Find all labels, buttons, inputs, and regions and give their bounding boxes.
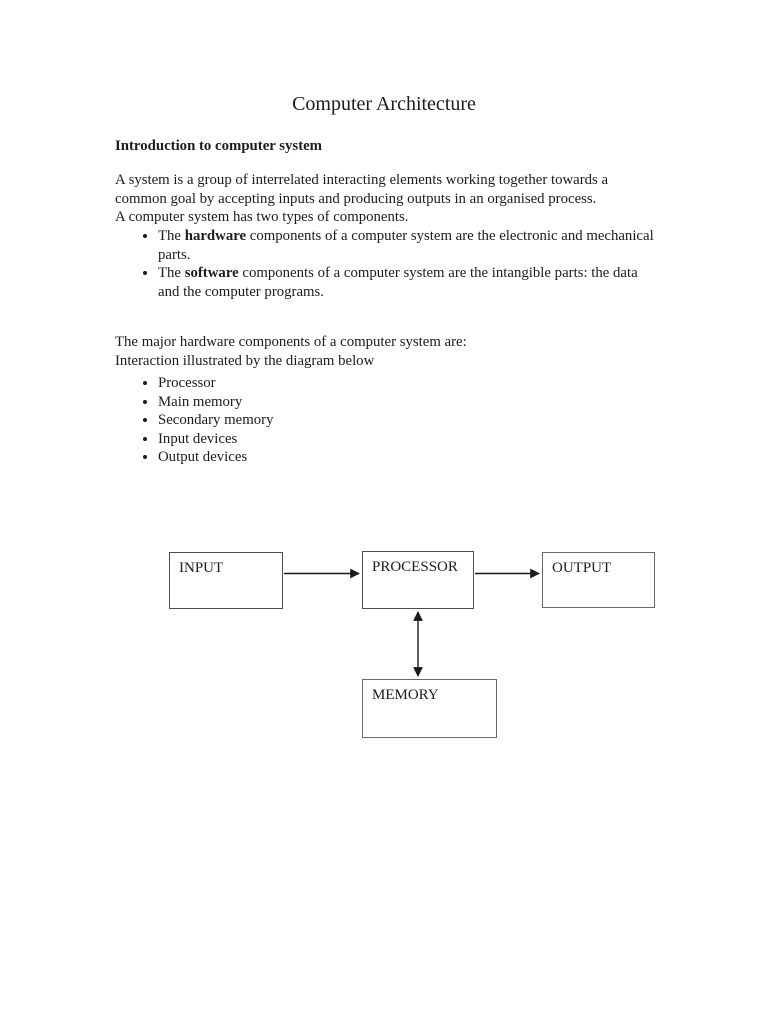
diagram-label-output: OUTPUT — [552, 560, 612, 576]
list-item: The hardware components of a computer sy… — [158, 227, 655, 264]
bullet-text: components of a computer system are the … — [158, 265, 638, 300]
section-heading: Introduction to computer system — [115, 138, 323, 154]
diagram-label-memory: MEMORY — [372, 687, 439, 703]
diagram-box-output: OUTPUT — [542, 552, 655, 608]
components-bullet-list: The hardware components of a computer sy… — [115, 227, 655, 301]
diagram-box-processor: PROCESSOR — [362, 551, 474, 609]
bullet-text: components of a computer system are the … — [158, 228, 654, 263]
diagram-box-input: INPUT — [169, 552, 283, 609]
intro-sentence-1: A system is a group of interrelated inte… — [115, 172, 609, 207]
hardware-bullet-list: Processor Main memory Secondary memory I… — [115, 374, 655, 467]
bullet-bold-term: software — [184, 265, 239, 282]
bullet-text: The — [158, 265, 185, 282]
intro-paragraph: A system is a group of interrelated inte… — [115, 171, 655, 227]
list-item: Output devices — [158, 448, 655, 467]
diagram-label-processor: PROCESSOR — [372, 559, 458, 575]
diagram-label-input: INPUT — [179, 560, 224, 576]
major-components-paragraph: The major hardware components of a compu… — [115, 333, 655, 370]
major-line-1: The major hardware components of a compu… — [115, 334, 467, 350]
diagram-box-memory: MEMORY — [362, 679, 497, 738]
major-line-2: Interaction illustrated by the diagram b… — [115, 352, 375, 369]
list-item: Secondary memory — [158, 411, 655, 430]
list-item: Main memory — [158, 393, 655, 412]
bullet-text: The — [158, 228, 185, 244]
page-title: Computer Architecture — [292, 93, 476, 115]
intro-sentence-2: A computer system has two types of compo… — [115, 209, 409, 226]
list-item: Input devices — [158, 430, 655, 449]
list-item: Processor — [158, 374, 655, 393]
list-item: The software components of a computer sy… — [158, 264, 655, 301]
bullet-bold-term: hardware — [184, 228, 247, 244]
